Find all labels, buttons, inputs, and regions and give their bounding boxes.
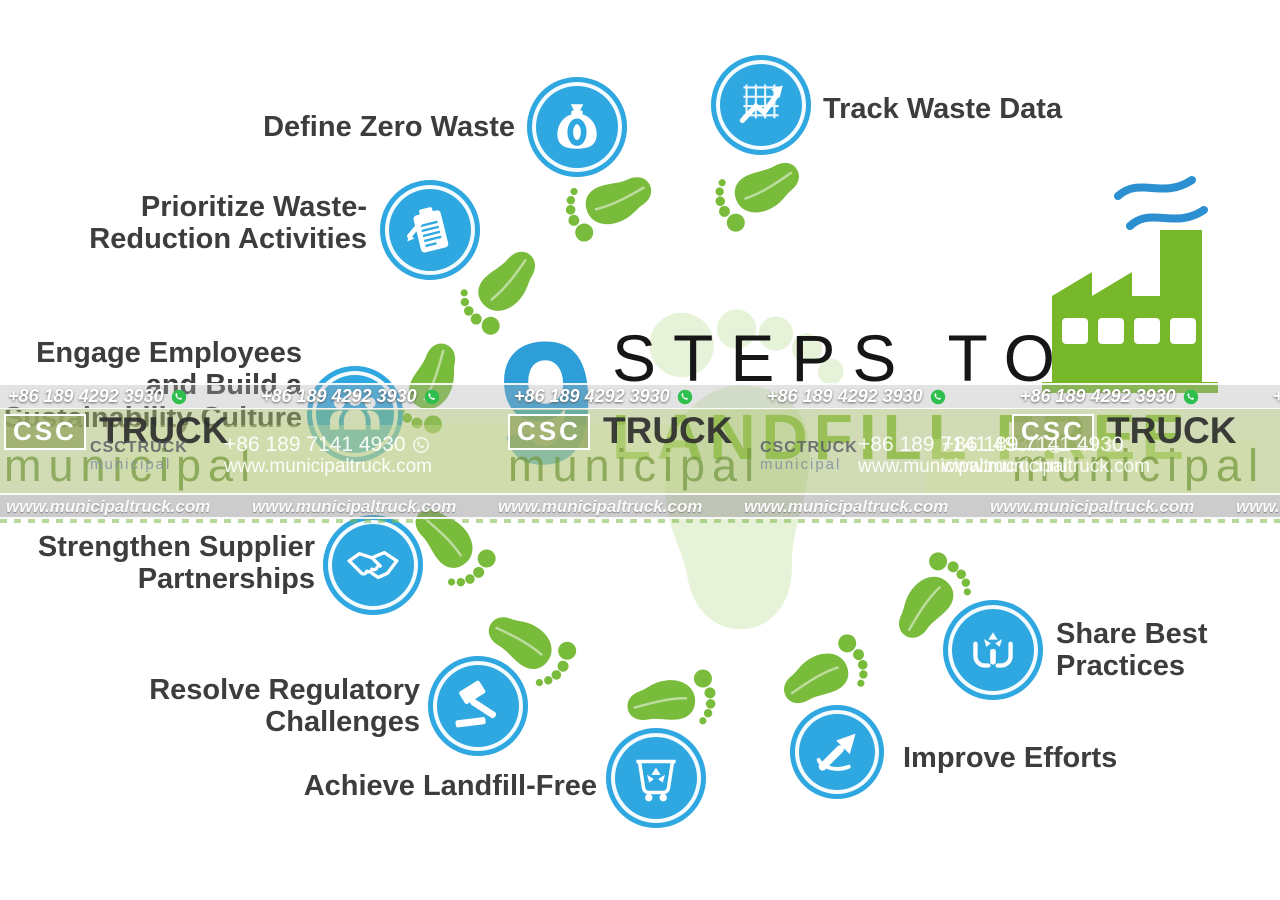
watermark-website: www.municipaltruck.com [1236,497,1280,516]
watermark-website: www.municipaltruck.com [744,497,949,516]
watermark-website: www.municipaltruck.com [942,456,1150,477]
whatsapp-icon [1183,389,1198,404]
gavel-icon [455,680,497,728]
watermark-band-phone: +86 189 4292 3930 +86 189 4292 3930 +86 … [0,383,1280,410]
step-label-prioritize-waste-reduction: Prioritize Waste- Reduction Activities [89,191,367,256]
watermark-phone: +86 189 4292 3930 [1273,386,1280,407]
watermark-tint [120,425,685,491]
watermark-phone: +86 189 4292 3930 [514,386,693,407]
truck-logo: TRUCK [99,410,229,451]
whatsapp-icon [412,437,429,453]
whatsapp-icon [171,389,186,404]
step-label-track-waste-data: Track Waste Data [823,93,1063,125]
watermark-band-website: www.municipaltruck.com www.municipaltruc… [0,495,1280,519]
step-label-share-best-practices: Share Best Practices [1056,618,1208,683]
footprint [474,595,584,697]
step-label-strengthen-supplier: Strengthen Supplier Partnerships [37,531,315,596]
smoke-icon [1114,176,1208,230]
step-circle-strengthen [323,515,423,615]
csc-logo: CSC [508,414,590,450]
footprint [877,544,982,653]
step-label-resolve-regulatory: Resolve Regulatory Challenges [149,674,420,739]
watermark-phone-mid: +86 189 7141 4930 [224,433,429,457]
watermark-dashed-line [0,519,1280,523]
watermark-phone: +86 189 4292 3930 [8,386,187,407]
watermark-website: www.municipaltruck.com [224,456,432,477]
watermark-website: www.municipaltruck.com [858,456,1066,477]
watermark-phone: +86 189 4292 3930 [1020,386,1199,407]
whatsapp-icon [424,389,439,404]
factory-illustration [1040,168,1220,399]
step-label-improve-efforts: Improve Efforts [903,742,1118,774]
municipal-watermark: municipal [4,440,258,491]
step-label-define-zero-waste: Define Zero Waste [263,111,515,143]
clipboard-icon [407,207,449,253]
municipal-watermark: municipal [1012,440,1266,491]
watermark-phone: +86 189 4292 3930 [261,386,440,407]
footprint [770,627,879,720]
csc-logo: CSC [1012,414,1094,450]
step-label-achieve-landfill-free: Achieve Landfill-Free [303,770,597,802]
truck-logo: TRUCK [603,410,733,451]
municipal-watermark: municipal [508,440,762,491]
step-circle-resolve [428,656,528,756]
watermark-website: www.municipaltruck.com [252,497,457,516]
money-bag-icon [557,104,597,149]
footprint [705,145,814,238]
step-circle-achieve [606,728,706,828]
watermark-phone: +86 189 4292 3930 [767,386,946,407]
csc-logo: CSC [4,414,86,450]
step-circle-define-zero-waste [527,77,627,177]
watermark-website: www.municipaltruck.com [498,497,703,516]
recycle-cart-icon [636,759,676,802]
footprint [398,489,503,598]
whatsapp-icon [930,389,945,404]
truck-logo: TRUCK [1107,410,1237,451]
whatsapp-icon [677,389,692,404]
watermark-website: www.municipaltruck.com [6,497,211,516]
step-circle-improve [790,705,884,799]
step-circle-track-waste-data [711,55,811,155]
arrow-icon [816,733,856,771]
hands-recycle-icon [973,632,1013,668]
watermark-website: www.municipaltruck.com [990,497,1195,516]
footprint [448,235,555,342]
watermark-phone-mid: +86 189 7141 4930 [942,433,1124,456]
footprint [557,160,664,248]
chart-icon [739,84,783,124]
step-circle-share [943,600,1043,700]
watermark-logo-tile: CSC TRUCK municipal +86 189 7141 4930 ww… [942,409,1280,493]
step-circle-prioritize [380,180,480,280]
handshake-icon [347,550,399,580]
footprint [622,665,720,734]
title-steps-to: STEPS TO [612,321,1073,395]
